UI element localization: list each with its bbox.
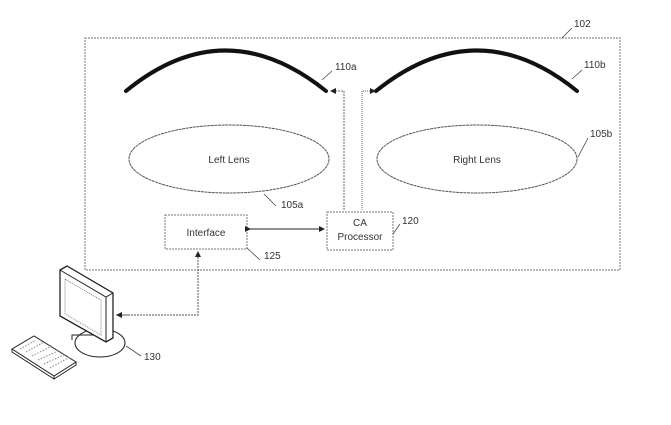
- system-box: [84, 37, 621, 271]
- right-lens: [376, 124, 578, 194]
- computer-ref: 130: [144, 352, 161, 363]
- left-arc-leader: [321, 70, 333, 81]
- left-lens-label: Left Lens: [208, 155, 249, 166]
- left-lens-leader: [263, 193, 277, 207]
- left-arc-ref: 110a: [335, 62, 357, 73]
- right-arc-ref: 110b: [584, 60, 606, 71]
- left-lens: [128, 124, 330, 194]
- system-ref: 102: [574, 19, 591, 30]
- processor-to-right-arc: [361, 88, 376, 210]
- right-lens-label: Right Lens: [453, 155, 501, 166]
- processor-to-left-arc: [330, 88, 345, 210]
- processor-box: [326, 211, 394, 251]
- computer-icon: [11, 265, 126, 380]
- right-lens-ref: 105b: [590, 129, 613, 140]
- interface-ref: 125: [264, 251, 281, 262]
- system-ref-leader: [561, 27, 573, 39]
- processor-label-line1: CA: [353, 218, 367, 229]
- left-lens-ref: 105a: [281, 200, 304, 211]
- right-arc: [374, 48, 579, 93]
- interface-label: Interface: [187, 228, 226, 239]
- right-lens-leader: [577, 137, 589, 158]
- processor-leader: [392, 223, 401, 235]
- left-arc: [124, 48, 328, 93]
- processor-ref: 120: [402, 216, 419, 227]
- computer-leader: [125, 345, 142, 357]
- interface-leader: [246, 247, 261, 261]
- right-arc-leader: [571, 69, 583, 80]
- interface-box: [164, 214, 248, 250]
- processor-label-line2: Processor: [337, 232, 383, 243]
- computer-to-interface-link: [116, 251, 201, 316]
